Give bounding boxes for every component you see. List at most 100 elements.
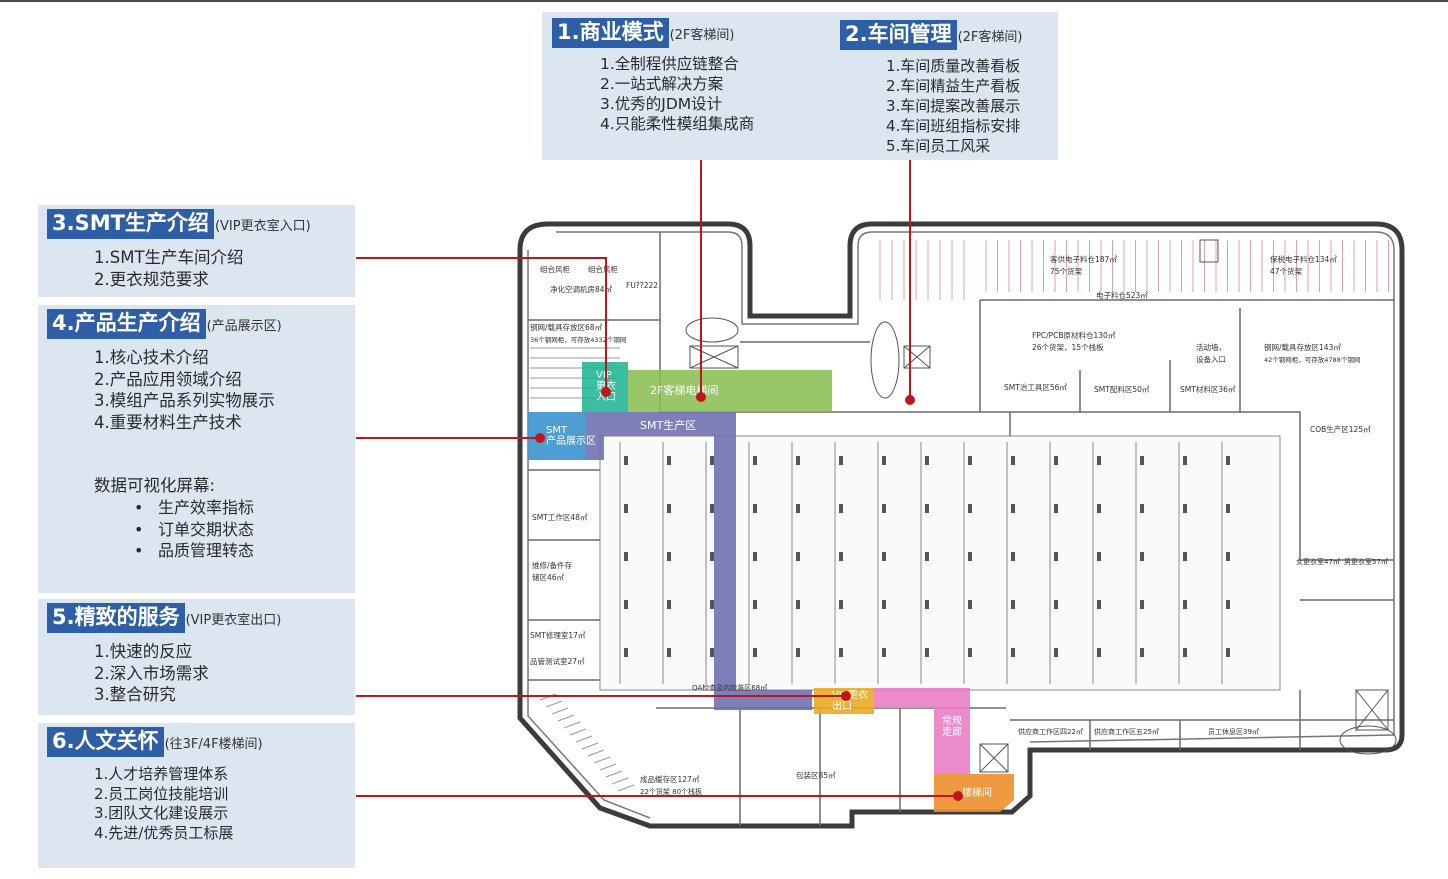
machine xyxy=(667,456,671,465)
plan-label: 42个钢网柜，可存放4788个钢网 xyxy=(1264,355,1360,364)
marker-1 xyxy=(696,392,706,402)
hatch-line xyxy=(587,749,605,757)
machine xyxy=(796,504,800,513)
machine xyxy=(1226,600,1230,609)
list-item: 2.深入市场需求 xyxy=(94,663,209,683)
machine xyxy=(710,552,714,561)
machine xyxy=(968,600,972,609)
machine xyxy=(882,648,886,657)
corridor-zone xyxy=(874,688,970,774)
elevator-hall-label: 2F客梯电梯间 xyxy=(650,383,718,397)
plan-label: 女更衣室47㎡ xyxy=(1296,557,1340,566)
plan-label: 75个货架 xyxy=(1050,266,1083,276)
list-item: 1.快速的反应 xyxy=(94,642,193,661)
machine xyxy=(1140,456,1144,465)
elevator-hall-zone xyxy=(628,370,832,412)
plan-label: 供应商工作区四22㎡ xyxy=(1018,727,1083,736)
panel-items: 1.车间质量改善看板 2.车间精益生产看板 3.车间提案改善展示 4.车间班组指… xyxy=(886,57,1020,157)
panel-business-model: 1.商业模式(2F客梯间) 1.全制程供应链整合 2.一站式解决方案 3.优秀的… xyxy=(542,12,828,160)
bullet-item: 品质管理转态 xyxy=(136,540,254,562)
plan-label: 组合风柜 xyxy=(588,264,618,274)
plan-label: SMT材料区36㎡ xyxy=(1180,384,1236,394)
machine xyxy=(710,648,714,657)
machine xyxy=(882,504,886,513)
list-item: 3.车间提案改善展示 xyxy=(886,97,1021,115)
machine xyxy=(624,552,628,561)
machine xyxy=(1011,648,1015,657)
machine xyxy=(1097,648,1101,657)
marker-2 xyxy=(905,395,915,405)
list-item: 2.更衣规范要求 xyxy=(94,270,209,289)
plan-label: 36个钢网柜，可存放4332个钢网 xyxy=(530,335,626,344)
plan-label: 47个货架 xyxy=(1270,266,1303,276)
machine xyxy=(925,552,929,561)
machine xyxy=(1183,456,1187,465)
hatch-line xyxy=(563,721,581,729)
plan-label: SMT工作区48㎡ xyxy=(532,512,588,522)
hatch-line xyxy=(599,763,617,771)
hatch-line xyxy=(605,770,623,778)
machine xyxy=(796,456,800,465)
panel-smt-intro: 3.SMT生产介绍(VIP更衣室入口) 1.SMT生产车间介绍 2.更衣规范要求 xyxy=(38,205,355,297)
list-item: 1.SMT生产车间介绍 xyxy=(94,248,244,267)
machine xyxy=(1011,552,1015,561)
screen-bullets: 生产效率指标 订单交期状态 品质管理转态 xyxy=(136,497,254,562)
machine xyxy=(667,504,671,513)
plan-label: 钢网/载具存放区68㎡ xyxy=(530,322,603,332)
machine xyxy=(710,456,714,465)
machine xyxy=(882,552,886,561)
plan-label: 客供电子料仓187㎡ xyxy=(1050,254,1117,264)
panel-items: 1.人才培养管理体系 2.员工岗位技能培训 3.团队文化建设展示 4.先进/优秀… xyxy=(94,765,233,843)
machine xyxy=(1140,552,1144,561)
list-item: 3.模组产品系列实物展示 xyxy=(94,391,275,410)
plan-label: FPC/PCB原材料仓130㎡ xyxy=(1032,330,1116,340)
panel-items: 1.SMT生产车间介绍 2.更衣规范要求 xyxy=(94,247,244,291)
plan-label: 供应商工作区五25㎡ xyxy=(1094,727,1159,736)
panel-subtitle: (2F客梯间) xyxy=(669,27,735,43)
smt-area-label: SMT生产区 xyxy=(640,418,696,432)
machine xyxy=(1054,552,1058,561)
machine xyxy=(968,648,972,657)
machine xyxy=(1097,504,1101,513)
machine xyxy=(968,552,972,561)
machine xyxy=(753,456,757,465)
list-item: 1.核心技术介绍 xyxy=(94,348,209,367)
machine xyxy=(925,456,929,465)
hatch-line xyxy=(545,700,563,708)
machine xyxy=(710,600,714,609)
panel-subtitle: (2F客梯间) xyxy=(957,29,1023,45)
machine xyxy=(1183,504,1187,513)
machine xyxy=(1140,648,1144,657)
machine xyxy=(882,600,886,609)
machine xyxy=(710,504,714,513)
hatch-line xyxy=(557,714,575,722)
machine xyxy=(925,504,929,513)
screen-heading: 数据可视化屏幕: xyxy=(94,476,216,495)
plan-label: 26个货架，15个栈板 xyxy=(1032,342,1104,352)
top-border xyxy=(0,0,1448,2)
hatch-line xyxy=(593,756,611,764)
list-item: 4.车间班组指标安排 xyxy=(886,117,1021,135)
panel-items: 1.核心技术介绍 2.产品应用领域介绍 3.模组产品系列实物展示 4.重要材料生… xyxy=(94,347,275,433)
list-item: 2.车间精益生产看板 xyxy=(886,77,1021,95)
machine xyxy=(1226,456,1230,465)
machine xyxy=(1226,504,1230,513)
list-item: 4.重要材料生产技术 xyxy=(94,412,242,432)
machine xyxy=(968,456,972,465)
machine xyxy=(1011,504,1015,513)
machine xyxy=(796,600,800,609)
plan-label: 维修/备件存 xyxy=(532,560,573,570)
plan-label: 钢网/载具存放区143㎡ xyxy=(1264,342,1341,352)
panel-subtitle: (往3F/4F楼梯间) xyxy=(164,736,263,752)
machine xyxy=(839,600,843,609)
list-item: 3.团队文化建设展示 xyxy=(94,804,229,822)
panel-title: 4.产品生产介绍 xyxy=(47,309,206,339)
panel-service: 5.精致的服务(VIP更衣室出口) 1.快速的反应 2.深入市场需求 3.整合研… xyxy=(38,599,355,715)
plan-label: SMT修理室17㎡ xyxy=(530,630,586,640)
machine xyxy=(1183,648,1187,657)
hatch-line xyxy=(611,777,629,785)
machine xyxy=(667,648,671,657)
machine xyxy=(753,648,757,657)
plan-label: 储区46㎡ xyxy=(532,572,565,582)
machine xyxy=(667,552,671,561)
